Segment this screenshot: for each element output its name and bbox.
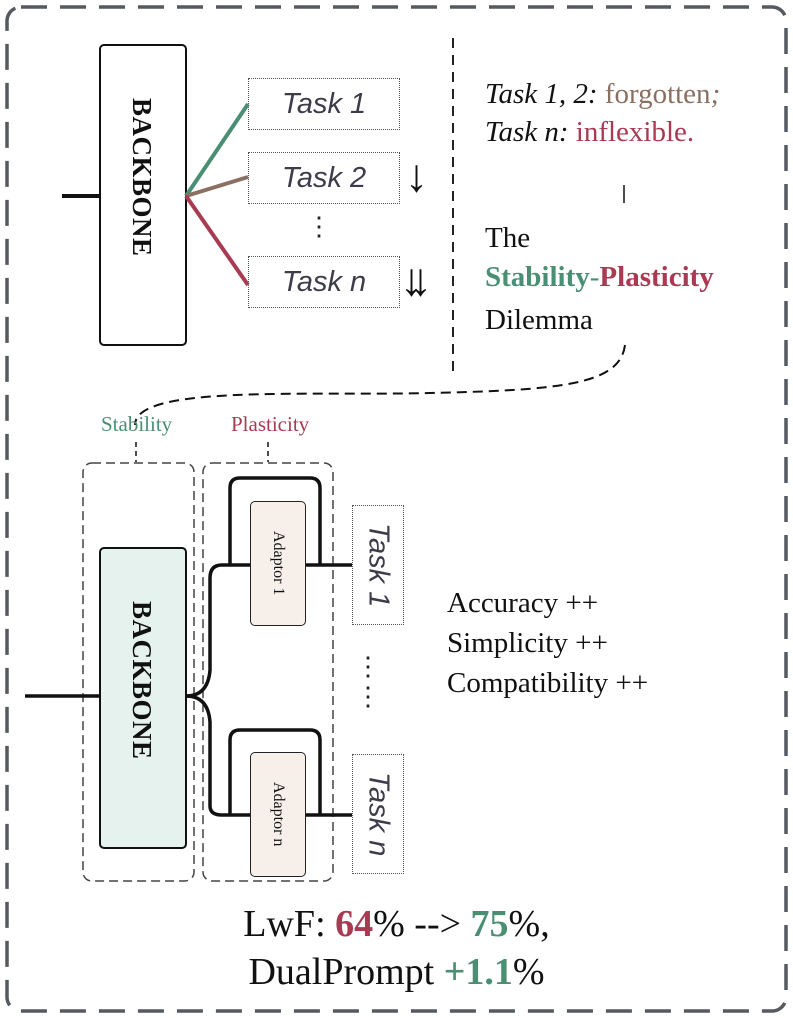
dilemma-title: Stability-Plasticity bbox=[485, 261, 714, 294]
result-lwf-before: 64 bbox=[335, 903, 374, 945]
top-task-1: Task 1 bbox=[248, 78, 400, 130]
branch-taskn bbox=[184, 194, 250, 287]
branch-up bbox=[185, 563, 250, 698]
result-lwf-mid: % --> bbox=[373, 903, 471, 945]
loop-1 bbox=[228, 476, 322, 565]
down-arrow-icon: ↓ bbox=[405, 150, 428, 201]
top-task-2: Task 2 bbox=[248, 152, 400, 204]
bottom-backbone-box bbox=[99, 547, 187, 849]
adaptor-1-label: Adaptor 1 bbox=[270, 531, 287, 596]
bottom-task-n-label: Task n bbox=[362, 771, 395, 857]
result-line-2: DualPrompt +1.1% bbox=[0, 950, 793, 994]
dilemma-stability: Stability bbox=[485, 261, 590, 293]
note-line-2: Task n: inflexible. bbox=[485, 116, 694, 149]
top-task-n-label: Task n bbox=[281, 265, 367, 298]
double-down-arrow-icon: ↓↓ bbox=[400, 254, 432, 305]
connector-curve bbox=[134, 344, 626, 426]
bottom-task-dots: ⋮ ⋮ bbox=[355, 652, 381, 712]
stability-label: Stability bbox=[101, 412, 173, 436]
branch-task2 bbox=[185, 175, 249, 198]
bottom-task-n: Task n bbox=[352, 754, 404, 874]
branch-task1 bbox=[184, 102, 250, 198]
top-backbone-label: BACKBONE bbox=[127, 98, 157, 257]
result-dualprompt-prefix: DualPrompt bbox=[248, 951, 444, 993]
top-task-dots: ⋮ bbox=[306, 212, 332, 241]
benefit-compatibility: Compatibility ++ bbox=[447, 667, 649, 699]
result-dualprompt-gain: +1.1 bbox=[443, 951, 513, 993]
bottom-backbone-label: BACKBONE bbox=[127, 601, 157, 760]
result-lwf-after: 75 bbox=[470, 903, 509, 945]
note-line-2-prefix: Task n: bbox=[485, 116, 569, 148]
adaptor-1: Adaptor 1 bbox=[250, 501, 306, 626]
top-task-n: Task n bbox=[248, 256, 400, 308]
bottom-task-1: Task 1 bbox=[352, 505, 404, 625]
bottom-dots-2: ⋮ bbox=[355, 682, 381, 711]
dilemma-plasticity: Plasticity bbox=[599, 261, 714, 293]
top-task-1-label: Task 1 bbox=[281, 87, 367, 120]
branch-down bbox=[185, 694, 250, 817]
plasticity-group bbox=[202, 462, 334, 882]
plasticity-label: Plasticity bbox=[231, 412, 310, 436]
note-forgotten: forgotten bbox=[604, 78, 711, 110]
top-task-2-label: Task 2 bbox=[281, 161, 367, 194]
note-inflexible: inflexible. bbox=[575, 116, 695, 148]
result-dualprompt-suffix: % bbox=[512, 951, 545, 993]
dilemma-word: Dilemma bbox=[485, 304, 593, 336]
bottom-dots-1: ⋮ bbox=[355, 652, 381, 681]
outer-frame bbox=[5, 5, 788, 1013]
adaptor-n: Adaptor n bbox=[250, 752, 306, 877]
bottom-task-1-label: Task 1 bbox=[362, 522, 395, 608]
result-lwf-prefix: LwF: bbox=[243, 903, 336, 945]
adaptor-n-label: Adaptor n bbox=[270, 782, 287, 847]
benefit-accuracy: Accuracy ++ bbox=[447, 587, 599, 619]
benefit-simplicity: Simplicity ++ bbox=[447, 627, 608, 659]
result-lwf-suffix: %, bbox=[508, 903, 550, 945]
dilemma-the: The bbox=[485, 222, 531, 254]
loop-n bbox=[228, 728, 322, 815]
note-line-1-suffix: ; bbox=[710, 78, 721, 110]
dilemma-dash: - bbox=[589, 261, 600, 293]
note-line-1-prefix: Task 1, 2: bbox=[485, 78, 598, 110]
result-line-1: LwF: 64% --> 75%, bbox=[0, 902, 793, 946]
stability-group bbox=[82, 462, 195, 882]
note-line-1: Task 1, 2: forgotten; bbox=[485, 78, 720, 111]
